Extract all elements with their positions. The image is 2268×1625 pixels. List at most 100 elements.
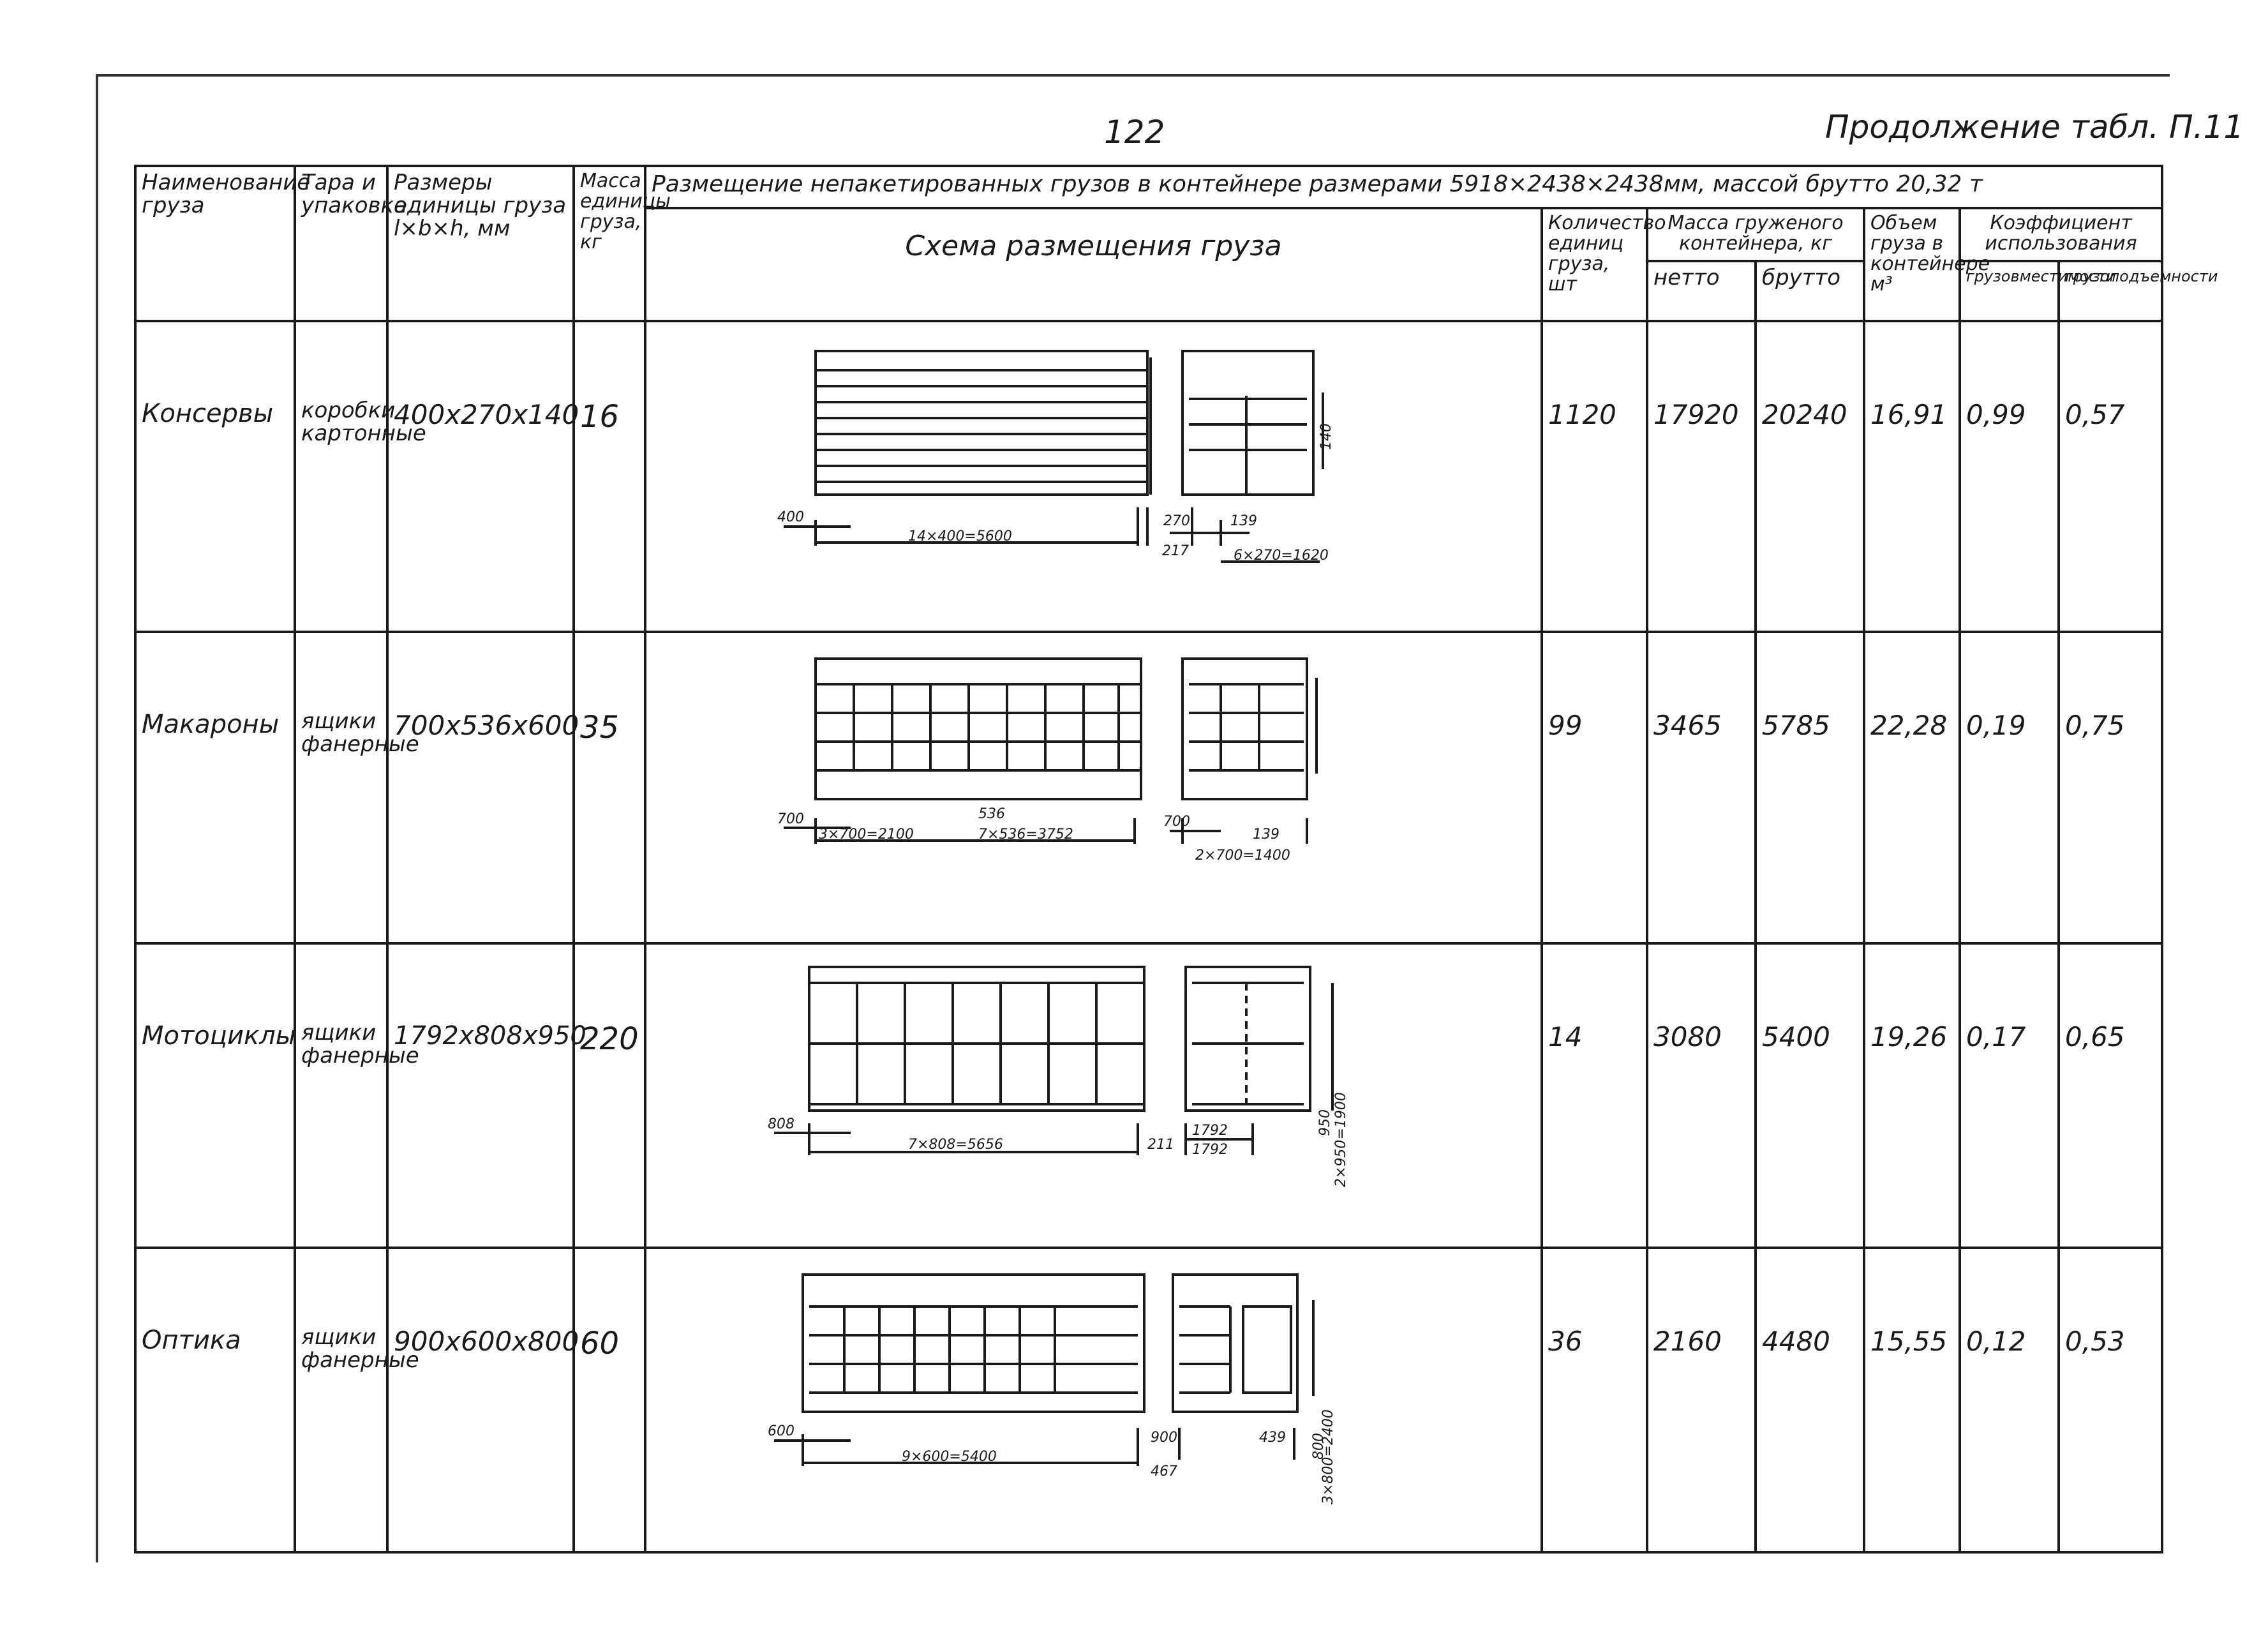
container-end-view [1181,349,1315,496]
volume: 15,55 [1863,1246,1961,1554]
container-side-view [802,1273,1145,1413]
coef-vol: 0,12 [1958,1246,2060,1554]
placement-scheme: 600 9×600=5400 467 900 439 3×800=2400 80… [644,1246,1543,1554]
container-side-view [814,657,1142,801]
dim-c: 467 [1151,1464,1177,1479]
scheme-drawing: 700 3×700=2100 536 7×536=3752 700 2×700=… [777,657,1318,864]
page-border-left [96,75,98,1562]
coef-load: 0,75 [2057,631,2164,945]
dim-e: 439 [1259,1430,1286,1446]
table-row: Консервы коробки картонные 400x270x140 1… [134,319,2164,634]
dim-e: 217 [1162,543,1189,559]
header-coef-load: грузоподъемности [2057,260,2218,322]
dim-g: 800 [1311,1433,1327,1460]
header-qty: Количество единиц груза, шт [1541,207,1666,322]
qty: 1120 [1541,319,1648,634]
cargo-mass: 220 [572,941,646,1249]
dim-a: 400 [777,509,804,525]
table-row: Мотоциклы ящики фанерные 1792x808x950 22… [134,941,2164,1249]
dim-b: 3×700=2100 [819,827,914,842]
dim-f: 2×950=1900 [1333,1092,1349,1187]
netto: 2160 [1646,1246,1757,1554]
qty: 99 [1541,631,1648,945]
dim-d: 139 [1230,513,1257,529]
dim-c: 536 [978,806,1005,822]
dim-a: 808 [768,1116,795,1132]
header-dims: Размеры единицы груза l×b×h, мм [386,165,575,322]
header-volume: Объем груза в контейнере м³ [1863,207,1990,322]
cargo-package: коробки картонные [294,319,426,634]
coef-vol: 0,17 [1958,941,2060,1249]
coef-load: 0,53 [2057,1246,2164,1554]
container-end-view [1184,965,1311,1112]
dim-g: 140 [1318,423,1334,450]
header-package: Тара и упаковка [294,165,407,322]
coef-vol: 0,99 [1958,319,2060,634]
header-coef: Коэффициент использования [1958,207,2164,263]
cargo-package: ящики фанерные [294,1246,419,1554]
brutto: 20240 [1754,319,1865,634]
dim-c: 270 [1163,513,1190,529]
dim-g: 950 [1317,1109,1333,1136]
dim-f: 3×800=2400 [1320,1409,1336,1504]
cargo-package: ящики фанерные [294,941,419,1249]
dim-b: 14×400=5600 [908,528,1012,544]
volume: 16,91 [1863,319,1961,634]
table-row: Макароны ящики фанерные 700x536x600 35 [134,631,2164,945]
dim-d: 1792 [1192,1123,1228,1139]
qty: 36 [1541,1246,1648,1554]
page-border-top [96,74,2170,77]
netto: 3465 [1646,631,1757,945]
dim-b: 7×808=5656 [908,1137,1003,1153]
dim-b: 9×600=5400 [902,1449,997,1465]
cargo-name: Макароны [134,631,296,945]
dim-g: 139 [1253,827,1279,842]
placement-scheme: 400 14×400=5600 270 139 217 6×270=1620 1… [644,319,1543,634]
page-number: 122 [1104,114,1165,151]
placement-scheme: 808 7×808=5656 211 1792 1792 2×950=1900 … [644,941,1543,1249]
dim-f: 6×270=1620 [1234,548,1329,564]
dim-a: 600 [768,1423,795,1439]
volume: 22,28 [1863,631,1961,945]
brutto: 4480 [1754,1246,1865,1554]
coef-load: 0,65 [2057,941,2164,1249]
dim-a: 700 [777,811,804,827]
cargo-name: Оптика [134,1246,296,1554]
table-row: Оптика ящики фанерные 900x600x800 60 [134,1246,2164,1554]
cargo-dims: 900x600x800 [386,1246,579,1554]
header-name: Наименование груза [134,165,310,322]
container-side-view [808,965,1145,1112]
dim-e: 1792 [1192,1142,1228,1158]
cargo-mass: 35 [572,631,646,945]
dim-c: 211 [1147,1137,1174,1153]
coef-load: 0,57 [2057,319,2164,634]
brutto: 5785 [1754,631,1865,945]
container-side-view [814,349,1149,496]
container-end-view [1181,657,1308,801]
dim-d: 900 [1151,1430,1177,1446]
cargo-mass: 60 [572,1246,646,1554]
container-end-view [1172,1273,1299,1413]
dim-f: 2×700=1400 [1195,848,1290,864]
brutto: 5400 [1754,941,1865,1249]
cargo-dims: 400x270x140 [386,319,579,634]
cargo-package: ящики фанерные [294,631,419,945]
cargo-table: Наименование груза Тара и упаковка Разме… [134,164,2218,1554]
header-brutto: брутто [1754,260,1865,322]
header-netto: нетто [1646,260,1757,322]
continuation-title: Продолжение табл. П.11 [1825,109,2244,146]
coef-vol: 0,19 [1958,631,2060,945]
scheme-drawing: 600 9×600=5400 467 900 439 3×800=2400 80… [768,1273,1336,1504]
netto: 3080 [1646,941,1757,1249]
dim-d: 7×536=3752 [978,827,1073,842]
netto: 17920 [1646,319,1757,634]
scheme-drawing: 400 14×400=5600 270 139 217 6×270=1620 1… [777,349,1334,564]
cargo-dims: 700x536x600 [386,631,579,945]
placement-scheme: 700 3×700=2100 536 7×536=3752 700 2×700=… [644,631,1543,945]
cargo-name: Консервы [134,319,296,634]
cargo-dims: 1792x808x950 [386,941,586,1249]
cargo-name: Мотоциклы [134,941,296,1249]
dim-e: 700 [1163,814,1190,830]
cargo-mass: 16 [572,319,646,634]
scheme-drawing: 808 7×808=5656 211 1792 1792 2×950=1900 … [768,965,1349,1187]
